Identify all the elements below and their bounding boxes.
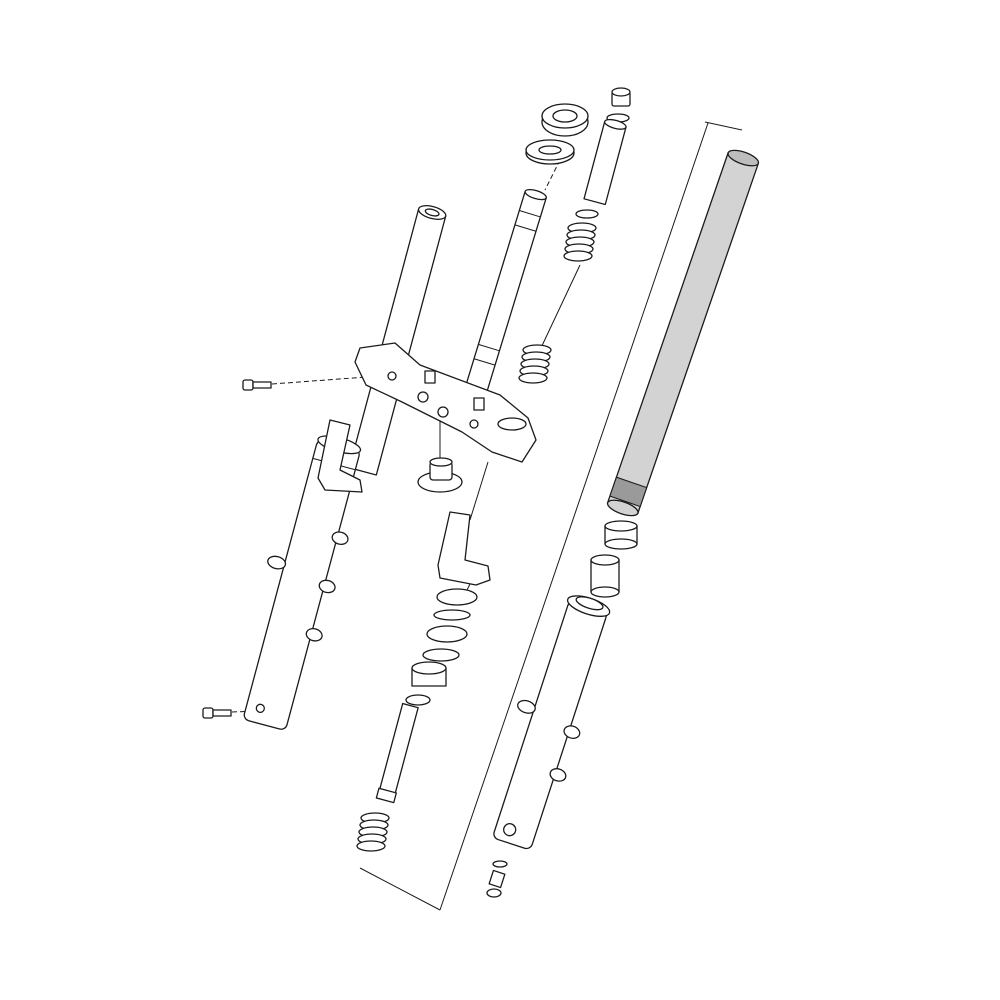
- fork-spring-upper: [563, 222, 597, 262]
- left-inner-fork-tube: [348, 205, 447, 476]
- steering-bearing-upper: [541, 103, 589, 137]
- right-fork-slider: [493, 595, 611, 850]
- fork-spring-lower: [356, 812, 390, 852]
- fork-cap-bolt: [606, 87, 631, 123]
- left-fork-guard: [317, 419, 363, 493]
- axle-pinch-bolt: [202, 707, 232, 719]
- damper-bolt: [486, 860, 508, 898]
- lower-triple-clamp: [354, 342, 537, 463]
- seal-stack: [405, 588, 478, 706]
- left-fork-slider: [243, 435, 362, 730]
- steering-bearing-race: [525, 139, 575, 165]
- leader-lines: [231, 121, 743, 911]
- pinch-bolt-upper: [242, 379, 272, 391]
- right-fork-guard: [437, 511, 491, 586]
- slide-bushing: [604, 520, 638, 550]
- stem-nut: [417, 457, 463, 493]
- spring-seat: [575, 209, 599, 219]
- spacer-tube: [583, 118, 627, 206]
- outer-fork-tube-highlighted[interactable]: [606, 147, 761, 519]
- guide-bushing: [590, 554, 620, 598]
- fork-spring-middle: [518, 344, 552, 384]
- damper-rod: [375, 702, 419, 804]
